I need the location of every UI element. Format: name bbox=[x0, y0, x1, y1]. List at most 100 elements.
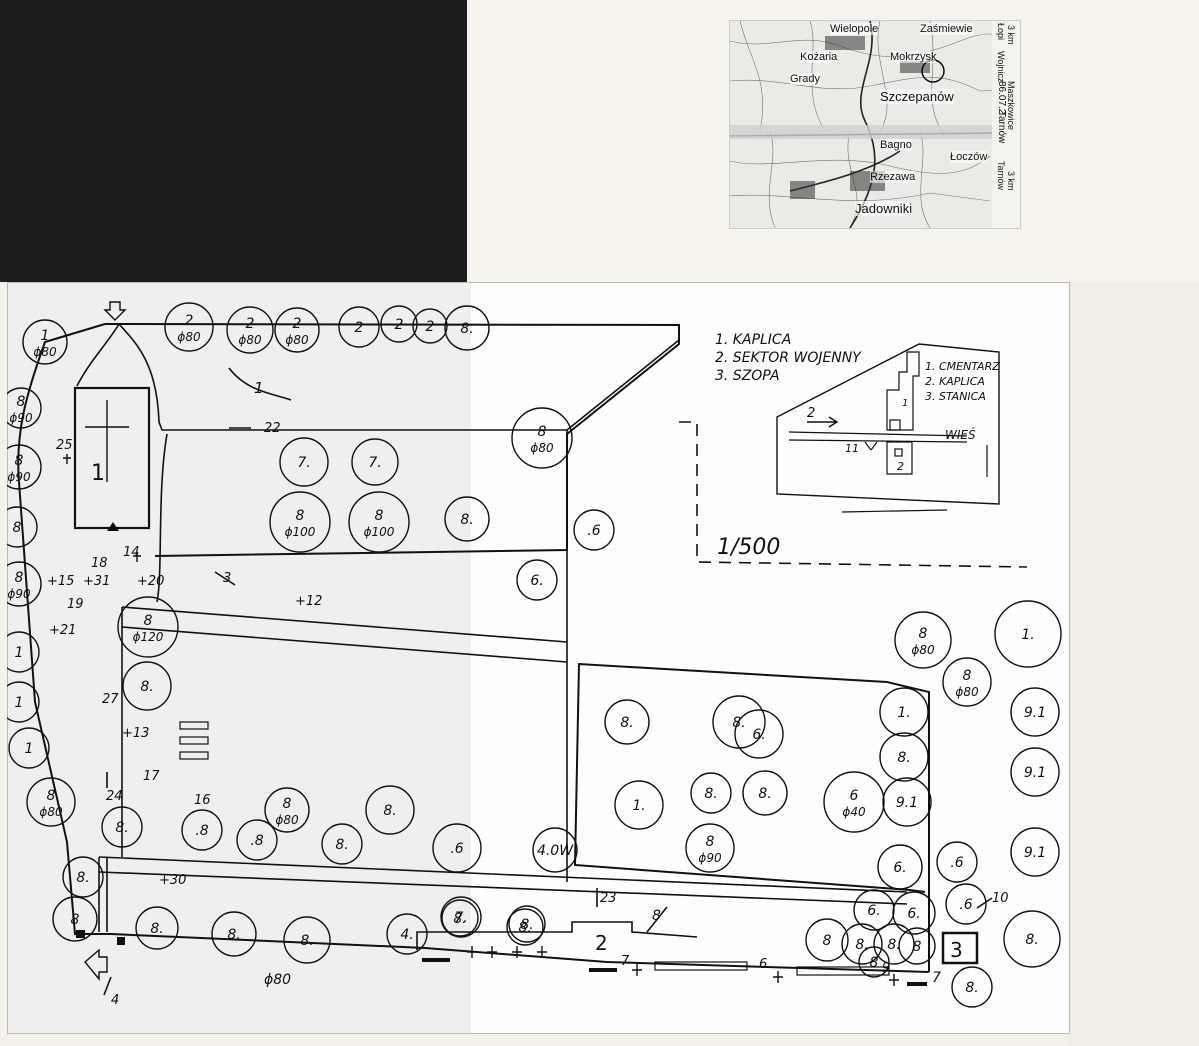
tree-diameter: ϕ80 bbox=[911, 643, 935, 657]
margin-label: Maszkowice bbox=[1006, 81, 1016, 131]
place-label: Mokrzysk bbox=[890, 51, 937, 63]
tree-species-number: 8. bbox=[76, 870, 89, 886]
tree-species-number: 8 bbox=[15, 453, 24, 469]
tree-circle bbox=[879, 687, 929, 737]
tree-diameter: ϕ90 bbox=[7, 470, 31, 484]
tree-species-number: 1. bbox=[632, 798, 645, 814]
tree-circle bbox=[7, 387, 42, 429]
tree-circle bbox=[386, 913, 428, 955]
margin-label: Łopi bbox=[996, 23, 1006, 41]
tree-species-number: 8 bbox=[823, 933, 832, 949]
tree-marker: 9.1 bbox=[882, 777, 932, 827]
tree-species-number: 8 bbox=[71, 912, 80, 928]
tree-marker: 8. bbox=[135, 906, 179, 950]
tree-marker: 7. bbox=[351, 438, 399, 486]
tree-marker: 1 bbox=[7, 681, 40, 723]
tree-species-number: 8. bbox=[150, 921, 163, 937]
grave-number: 16 bbox=[194, 793, 211, 808]
tree-species-number: 1. bbox=[897, 705, 910, 721]
tree-diameter: ϕ40 bbox=[842, 805, 866, 819]
entrance-arrow-icon bbox=[84, 948, 108, 981]
tree-marker: 8. bbox=[508, 905, 546, 943]
tree-species-number: 8. bbox=[758, 786, 771, 802]
tree-circle bbox=[690, 772, 732, 814]
arrow-label: 22 bbox=[264, 421, 281, 436]
place-label: Szczepanów bbox=[880, 89, 954, 104]
tree-marker: 2 bbox=[338, 306, 380, 348]
tree-diameter: ϕ100 bbox=[285, 525, 316, 539]
tree-species-number: 8 bbox=[919, 626, 928, 642]
tree-species-number: 2 bbox=[395, 317, 404, 333]
tree-species-number: 9.1 bbox=[1024, 705, 1046, 721]
tree-species-number: 1 bbox=[25, 741, 34, 757]
tree-species-number: 7. bbox=[368, 455, 381, 471]
tree-circle bbox=[873, 923, 915, 965]
tree-marker: 6. bbox=[877, 844, 923, 890]
inset-label: WIEŚ bbox=[945, 427, 976, 442]
tree-diameter: ϕ90 bbox=[698, 851, 722, 865]
tree-circle bbox=[712, 695, 766, 749]
tree-diameter: ϕ80 bbox=[285, 333, 309, 347]
tree-circle bbox=[511, 407, 573, 469]
tree-circle bbox=[122, 661, 172, 711]
grave-number: 27 bbox=[102, 692, 119, 707]
tree-species-number: 8. bbox=[300, 933, 313, 949]
tree-circle bbox=[338, 306, 380, 348]
tree-diameter: ϕ80 bbox=[177, 330, 201, 344]
tree-marker: .6 bbox=[945, 883, 987, 925]
tree-circle bbox=[441, 899, 479, 937]
tree-circle bbox=[432, 823, 482, 873]
tree-circle bbox=[22, 319, 68, 365]
tree-circle bbox=[604, 699, 650, 745]
tree-species-number: 8 bbox=[296, 508, 305, 524]
tree-marker: 8 bbox=[52, 896, 98, 942]
tree-marker: .6 bbox=[936, 841, 978, 883]
tree-marker: 1. bbox=[614, 780, 664, 830]
tree-marker: 8. bbox=[506, 908, 544, 946]
tree-marker: .8 bbox=[181, 809, 223, 851]
arrow-label: 1 bbox=[254, 379, 264, 397]
tree-diameter: ϕ80 bbox=[955, 685, 979, 699]
tree-circle bbox=[226, 306, 274, 354]
tree-diameter: ϕ90 bbox=[9, 411, 33, 425]
tree-marker: 8 bbox=[898, 927, 936, 965]
planned-extension bbox=[679, 421, 1028, 568]
grave-number: 17 bbox=[143, 769, 160, 784]
tree-marker: 7. bbox=[440, 896, 482, 938]
tree-species-number: 8. bbox=[383, 803, 396, 819]
tree-marker: 8. bbox=[321, 823, 363, 865]
tree-species-number: 1 bbox=[41, 328, 50, 344]
tree-circle bbox=[805, 918, 849, 962]
tree-number: 8 bbox=[652, 908, 661, 924]
grave-number: 4 bbox=[111, 993, 119, 1008]
tree-species-number: 8 bbox=[15, 570, 24, 586]
tree-circle bbox=[236, 819, 278, 861]
tree-marker: .8 bbox=[236, 819, 278, 861]
grave-number: 24 bbox=[106, 789, 123, 804]
photocopy-tone bbox=[8, 283, 471, 1033]
tree-marker: 8. bbox=[742, 770, 788, 816]
tree-marker: 6. bbox=[892, 891, 936, 935]
margin-label: Wojnicz bbox=[996, 51, 1006, 83]
tree-marker: 9.1 bbox=[1010, 827, 1060, 877]
inset-label: 2 bbox=[897, 460, 904, 473]
tree-marker: 1. bbox=[994, 600, 1062, 668]
tree-circle bbox=[858, 946, 890, 978]
war-sector bbox=[416, 921, 698, 950]
place-label: Grady bbox=[790, 73, 820, 85]
tree-layer: 1ϕ808ϕ908ϕ9088ϕ901118ϕ808.82ϕ802ϕ802ϕ802… bbox=[7, 302, 1062, 1008]
margin-label: 86.07.2 bbox=[996, 81, 1007, 115]
tree-marker: 9.1 bbox=[1010, 687, 1060, 737]
tree-species-number: 8. bbox=[855, 937, 868, 953]
tree-species-number: 8 bbox=[870, 955, 879, 971]
tree-circle bbox=[892, 891, 936, 935]
tree-species-number: 6. bbox=[893, 860, 906, 876]
tree-species-number: 8. bbox=[453, 911, 466, 927]
